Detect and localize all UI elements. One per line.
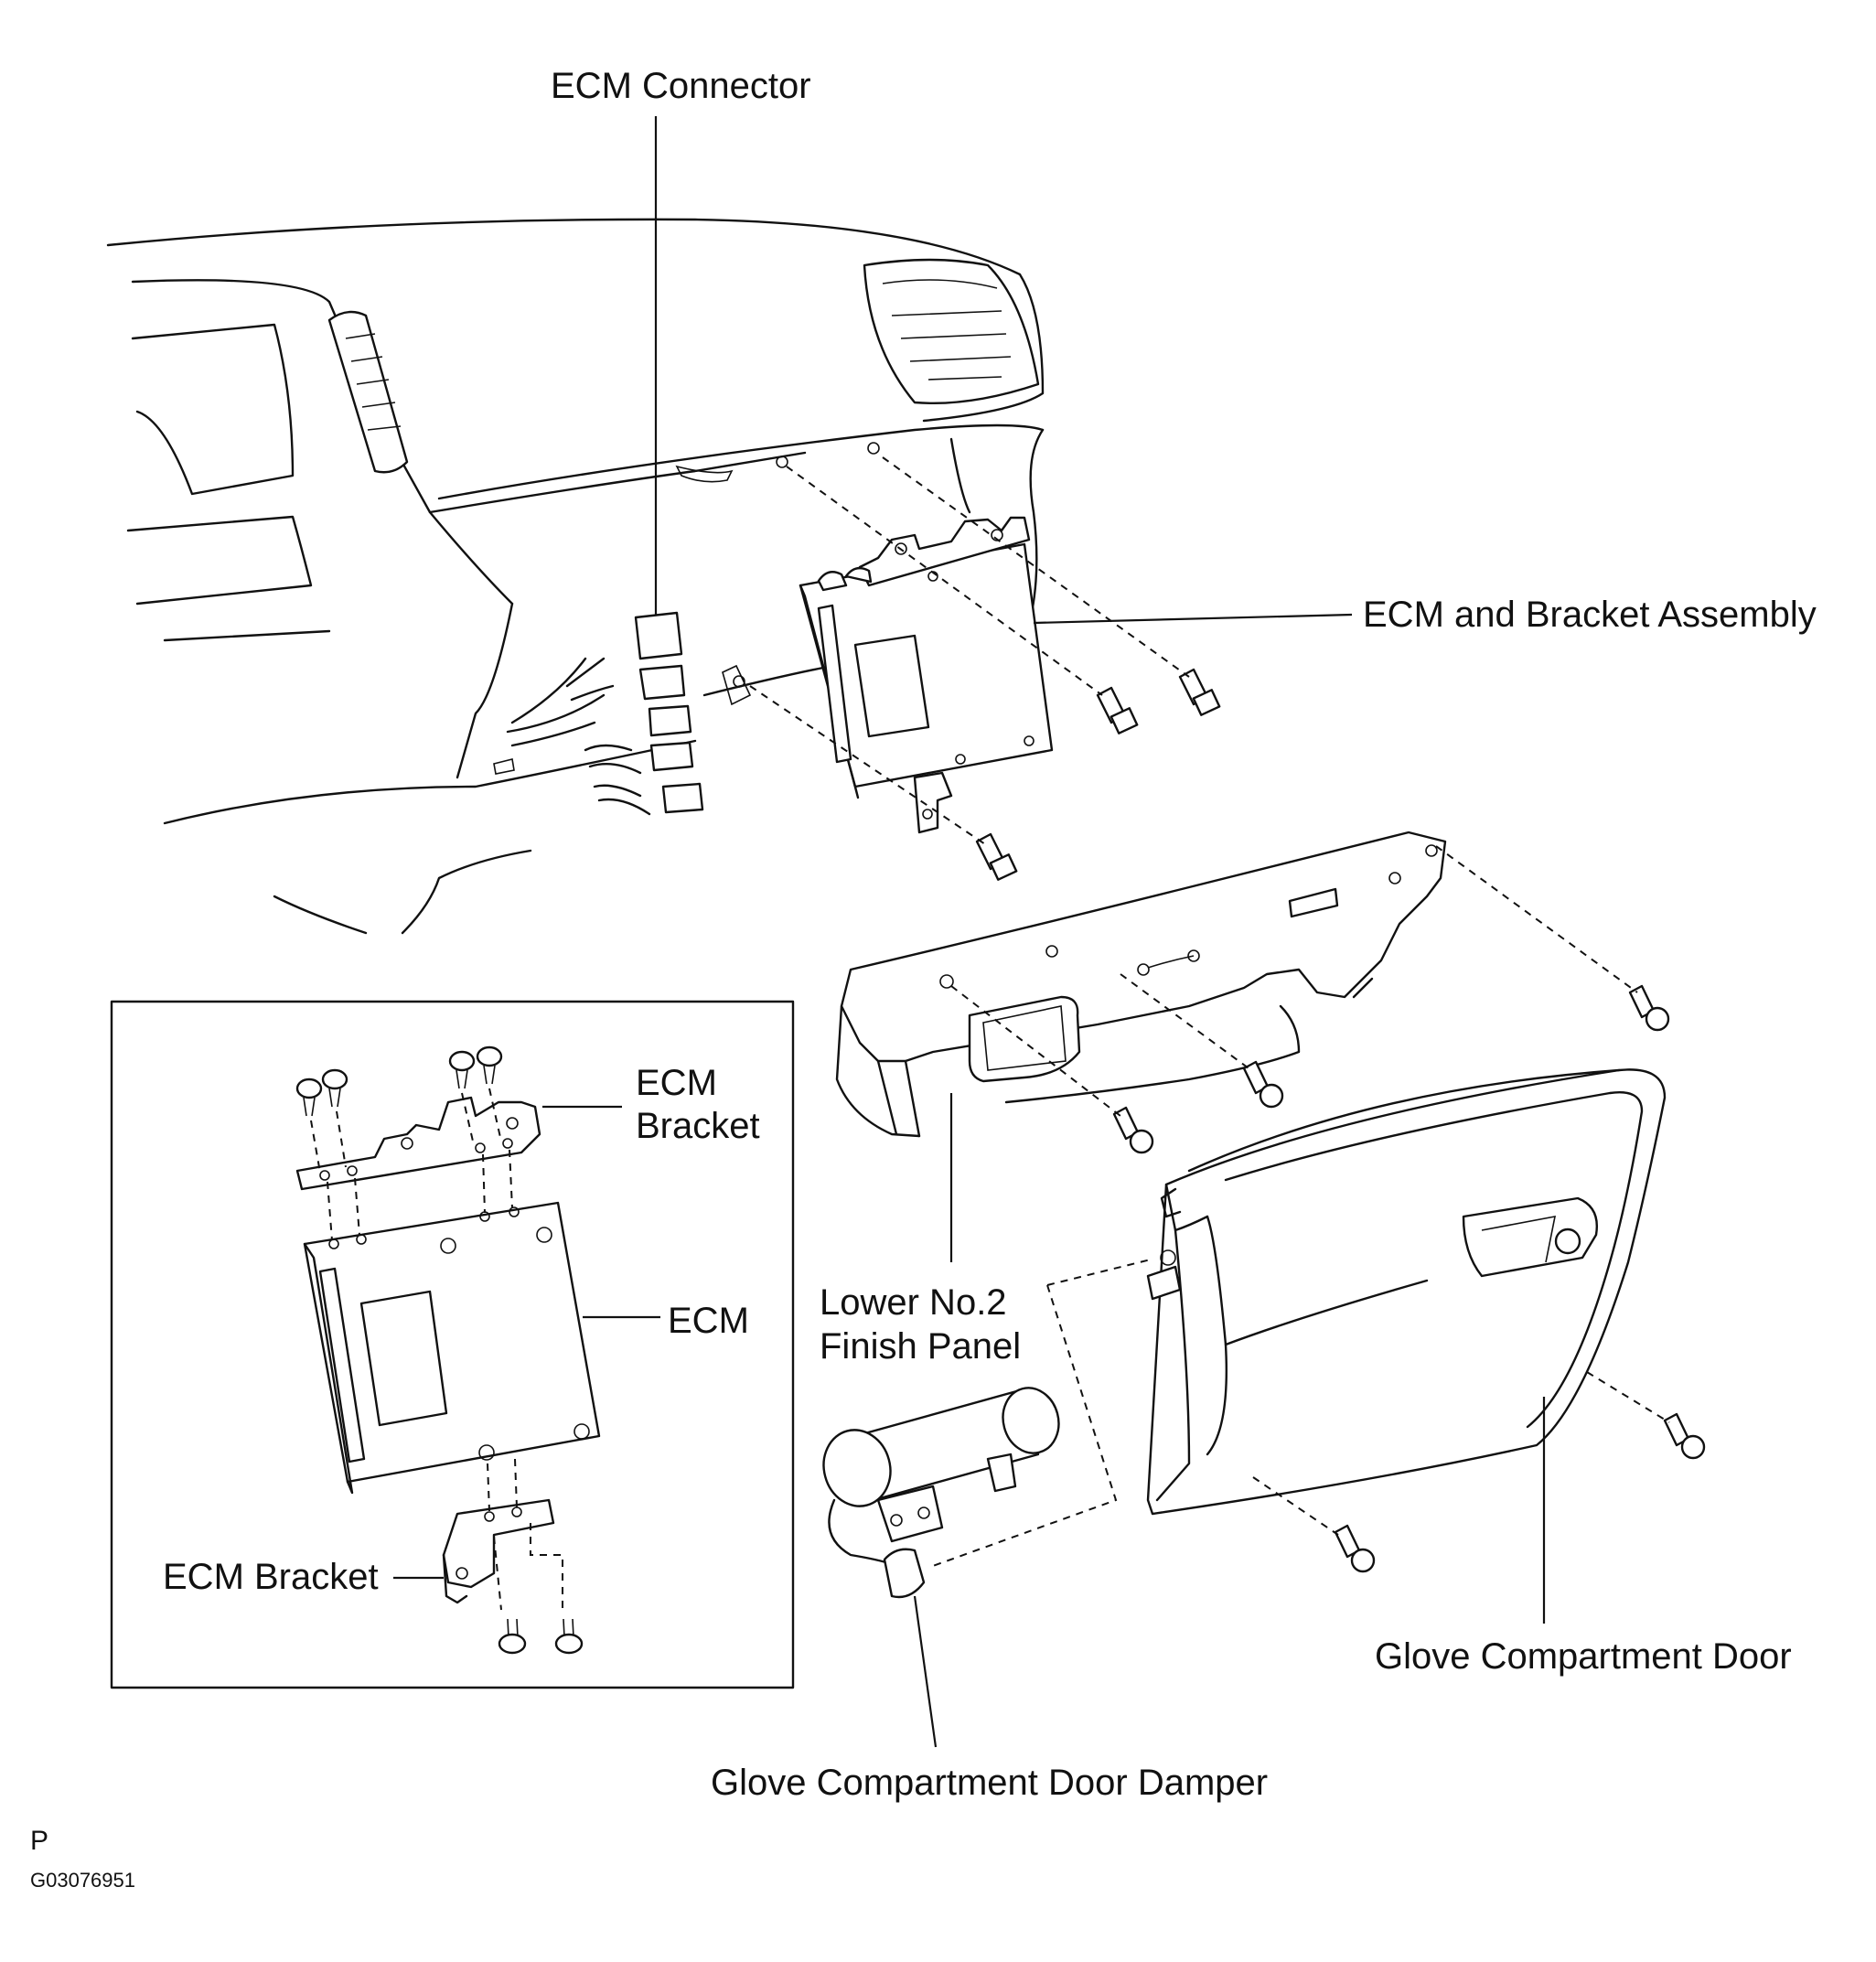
label-finish-panel-line2: Finish Panel	[820, 1326, 1022, 1367]
screw	[295, 1077, 323, 1117]
glove-compartment-door	[1146, 1068, 1706, 1573]
label-finish-panel-line1: Lower No.2	[820, 1282, 1007, 1323]
screw	[476, 1045, 503, 1085]
inset-ecm-unit	[303, 1201, 601, 1495]
lower-finish-panel	[835, 831, 1670, 1154]
inset-top-bracket	[295, 1045, 541, 1241]
screw	[498, 1618, 527, 1655]
screw	[554, 1618, 584, 1655]
screw	[1628, 984, 1670, 1032]
bolt	[1178, 668, 1221, 716]
glove-door-damper	[822, 1259, 1152, 1599]
label-glove-compartment-door-damper: Glove Compartment Door Damper	[711, 1763, 1269, 1803]
inset-frame	[110, 1000, 795, 1689]
screw	[1663, 1412, 1706, 1460]
ecm-connector-cluster	[506, 611, 704, 816]
ecm-bracket-assembly	[749, 456, 1221, 881]
bolt	[975, 832, 1018, 881]
label-ecm-bracket-assembly: ECM and Bracket Assembly	[1363, 595, 1817, 635]
dashboard-outline	[106, 218, 1045, 935]
leader-lines	[393, 116, 1546, 1748]
screw	[1334, 1524, 1376, 1573]
inset-bottom-bracket	[442, 1458, 584, 1655]
screw	[1242, 1060, 1284, 1109]
corner-letter: P	[30, 1826, 49, 1856]
label-inset-ecm-bracket-top-line2: Bracket	[636, 1106, 760, 1146]
label-inset-ecm-bracket-top-line1: ECM	[636, 1063, 717, 1103]
screw	[321, 1068, 348, 1108]
label-glove-compartment-door: Glove Compartment Door	[1375, 1636, 1792, 1677]
label-inset-ecm-bracket-bottom: ECM Bracket	[163, 1557, 379, 1597]
screw	[448, 1050, 476, 1089]
label-inset-ecm: ECM	[668, 1301, 749, 1341]
bolt	[1096, 686, 1139, 734]
label-ecm-connector: ECM Connector	[551, 66, 811, 106]
figure-id: G03076951	[30, 1869, 135, 1892]
